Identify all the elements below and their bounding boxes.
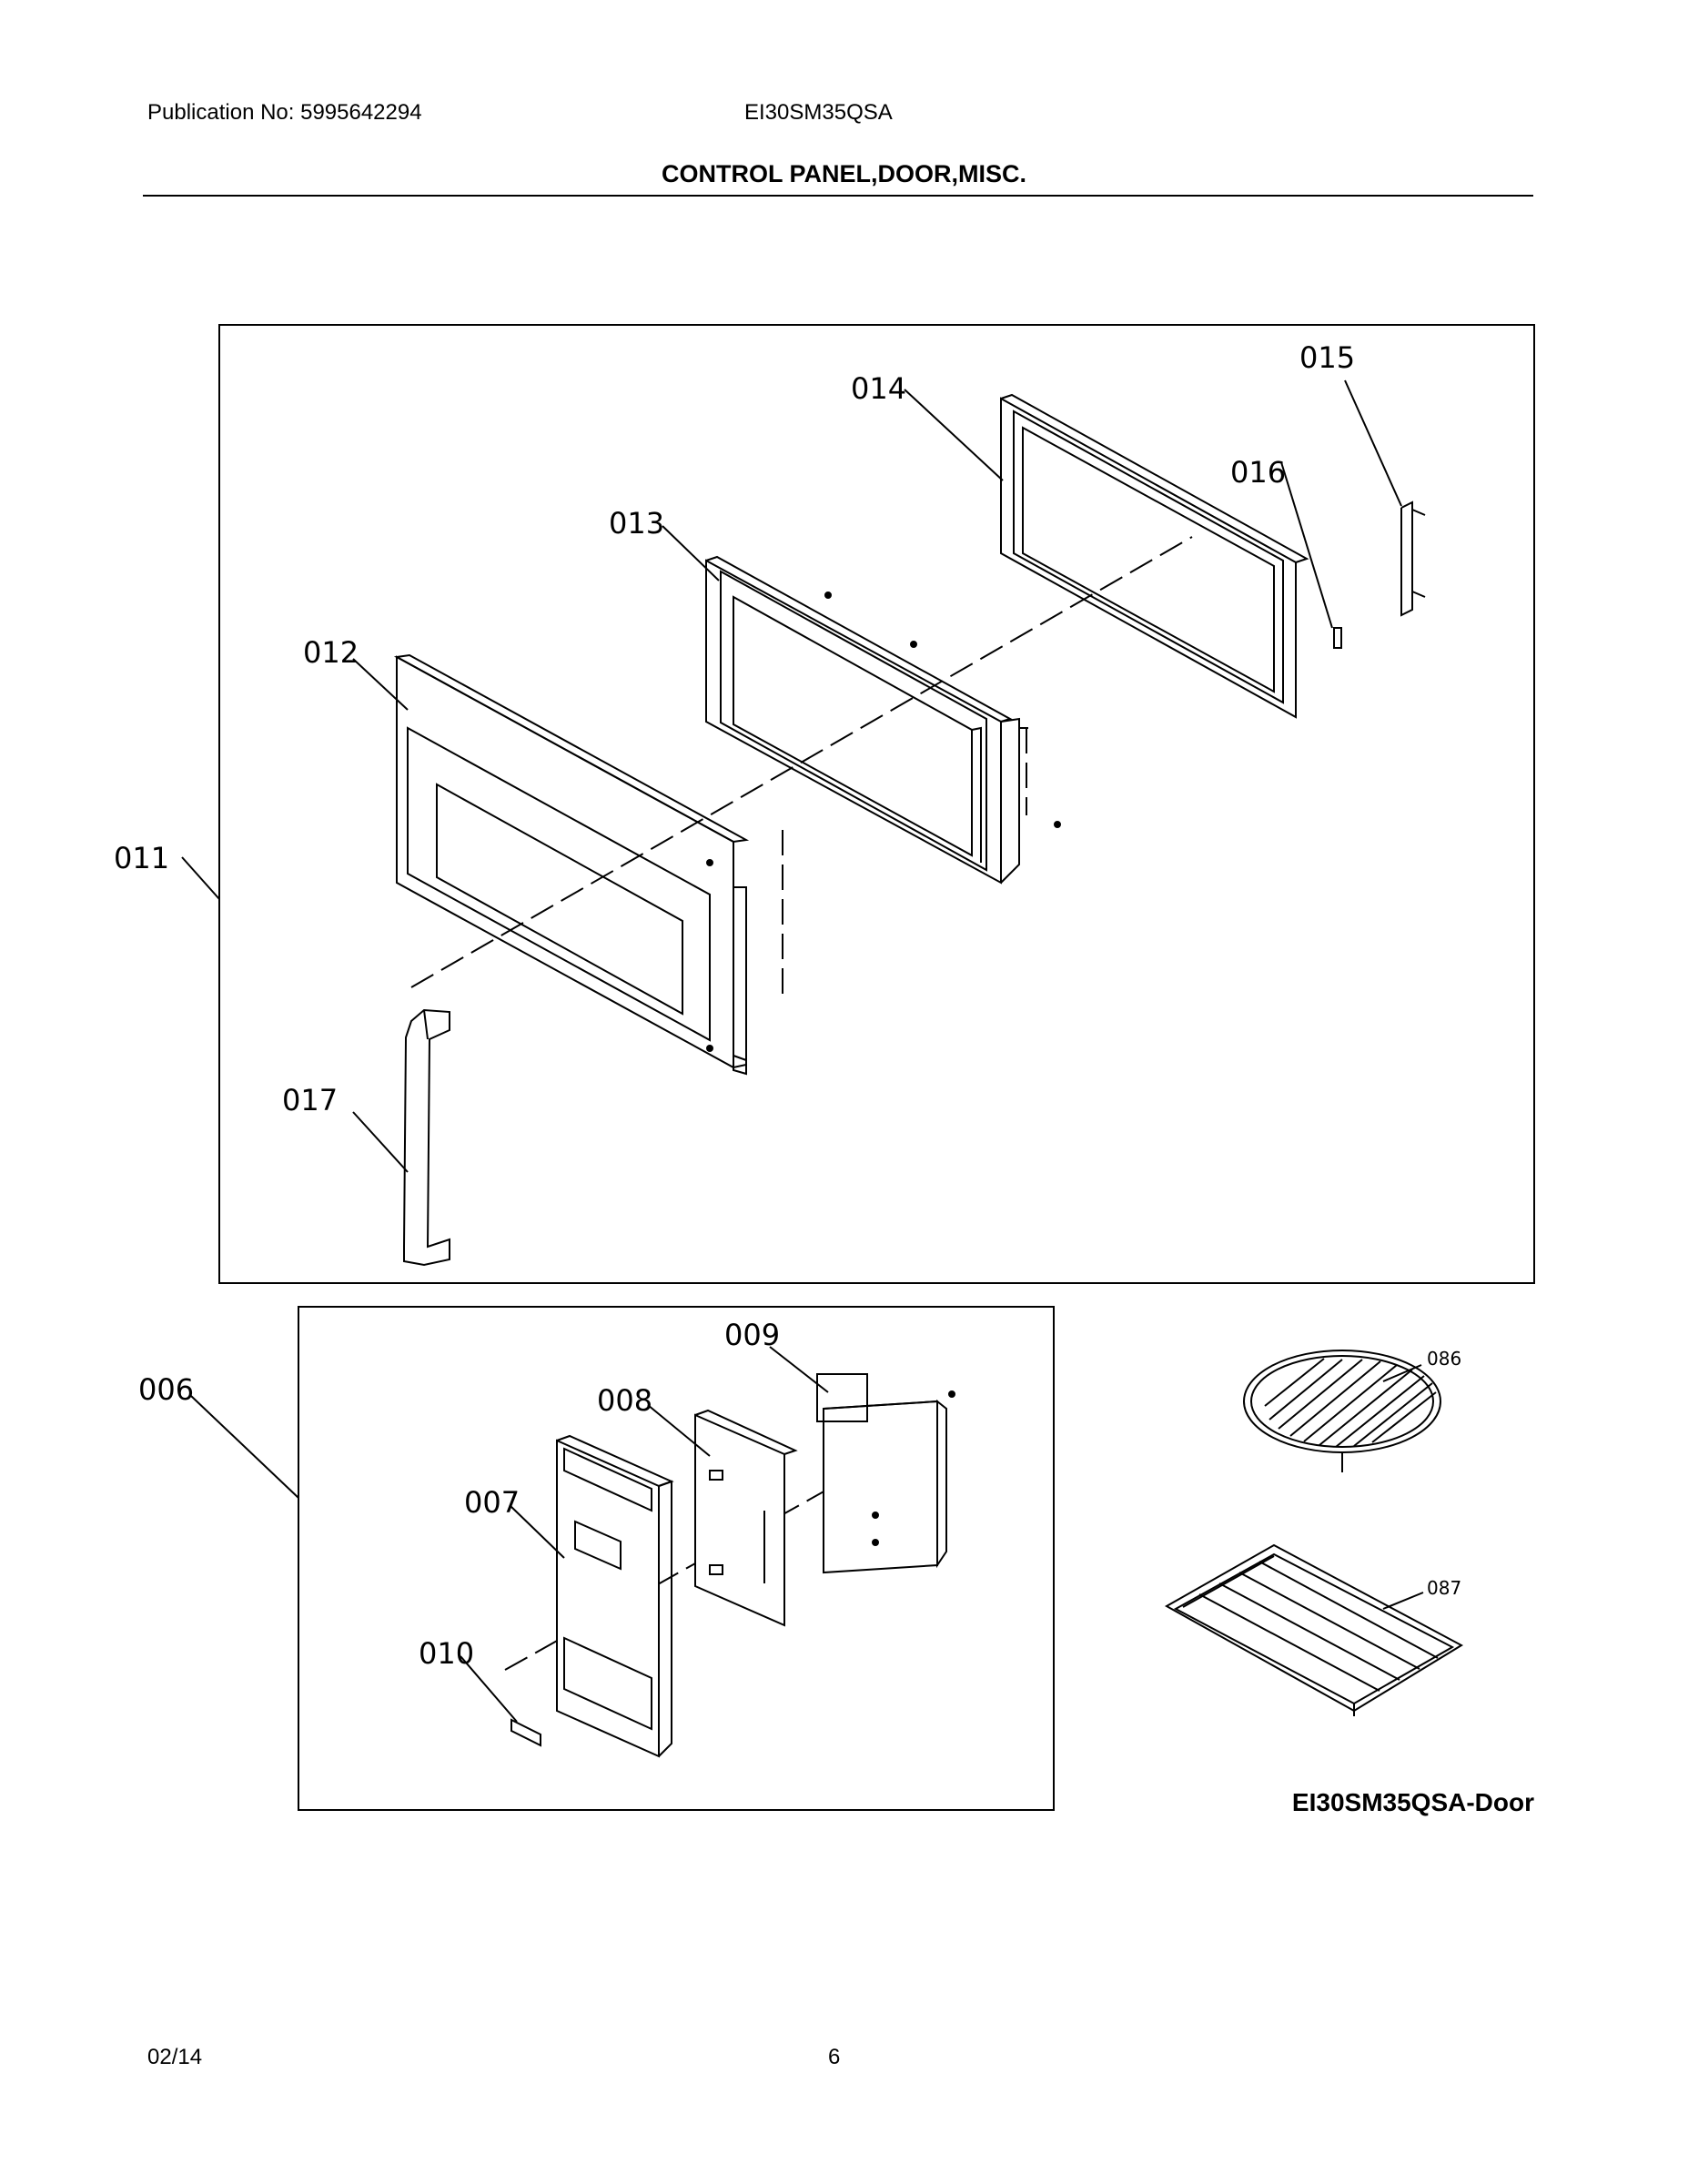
callout-012: 012	[303, 635, 359, 670]
latch-bracket	[1400, 500, 1426, 617]
callout-009: 009	[724, 1318, 780, 1352]
diagram-id: EI30SM35QSA-Door	[1292, 1788, 1534, 1816]
control-board-housing	[816, 1373, 955, 1574]
callout-010: 010	[419, 1636, 474, 1671]
callout-013: 013	[609, 506, 664, 541]
section-title: CONTROL PANEL,DOOR,MISC.	[661, 160, 1026, 187]
square-rack	[1164, 1543, 1464, 1716]
door-glass-frame	[1000, 393, 1309, 719]
outer-door-panel	[393, 653, 750, 1076]
control-bracket	[694, 1409, 798, 1627]
page-number: 6	[828, 2045, 841, 2069]
callout-011: 011	[114, 841, 169, 875]
door-assembly-frame	[218, 324, 1535, 1284]
footer-date: 02/14	[147, 2045, 203, 2069]
inner-door-frame	[705, 555, 1061, 885]
header-divider	[143, 195, 1533, 197]
control-panel-frame	[298, 1306, 1055, 1811]
control-panel	[556, 1434, 674, 1758]
callout-016: 016	[1230, 455, 1286, 490]
publication-number: Publication No: 5995642294	[147, 100, 422, 125]
latch-part	[1333, 627, 1342, 649]
callout-014: 014	[851, 371, 906, 406]
callout-008: 008	[597, 1383, 652, 1418]
model-number: EI30SM35QSA	[744, 100, 893, 125]
round-rack	[1243, 1350, 1441, 1472]
callout-006: 006	[138, 1372, 194, 1407]
leader-lines	[181, 379, 1424, 1723]
badge	[510, 1718, 541, 1747]
callout-017: 017	[282, 1083, 338, 1117]
callout-007: 007	[464, 1485, 520, 1520]
door-handle	[403, 1008, 450, 1267]
callout-086: 086	[1427, 1348, 1461, 1370]
callout-087: 087	[1427, 1577, 1461, 1599]
callout-015: 015	[1299, 340, 1355, 375]
